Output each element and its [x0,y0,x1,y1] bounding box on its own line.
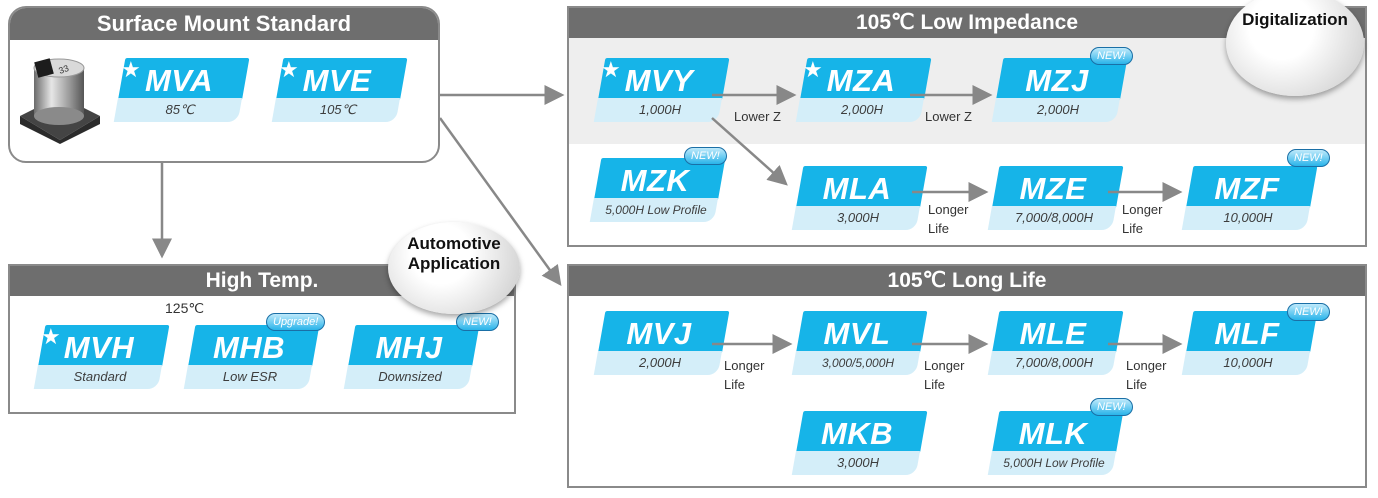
card-mlk[interactable]: MLK 5,000H Low Profile [987,411,1124,476]
card-mze[interactable]: MZE 7,000/8,000H [987,166,1124,231]
low-impedance-divider [569,144,1365,146]
long-life-panel [567,264,1367,488]
long-life-title: 105℃ Long Life [569,266,1365,296]
high-temp-125: 125℃ [165,300,205,316]
card-mle[interactable]: MLE 7,000/8,000H [987,311,1124,376]
card-mlf[interactable]: MLF 10,000H [1181,311,1318,376]
star-icon: ★ [601,57,621,82]
lower-z-label: Lower Z [925,109,972,124]
star-icon: ★ [121,57,141,82]
new-badge: NEW! [456,313,499,331]
card-mvh[interactable]: ★ MVH Standard [33,324,170,390]
card-mhj[interactable]: MHJ Downsized [343,325,480,390]
card-mzk[interactable]: MZK 5,000H Low Profile [589,158,726,223]
card-mve[interactable]: ★ MVE 105℃ [271,57,408,123]
surface-mount-title: Surface Mount Standard [10,8,438,40]
capacitor-image: 33 [20,58,100,144]
star-icon: ★ [41,324,61,349]
card-mvl[interactable]: MVL 3,000/5,000H [791,311,928,376]
card-mva[interactable]: ★ MVA 85℃ [113,57,250,123]
card-mvy[interactable]: ★ MVY 1,000H [593,57,730,123]
card-mkb[interactable]: MKB 3,000H [791,411,928,476]
digitalization-bubble: Digitalization [1226,0,1364,96]
lower-z-label: Lower Z [734,109,781,124]
card-mhb[interactable]: MHB Low ESR [183,325,320,390]
card-mzf[interactable]: MZF 10,000H [1181,166,1318,231]
star-icon: ★ [803,57,823,82]
svg-text:33: 33 [57,63,70,76]
new-badge: NEW! [1287,149,1330,167]
new-badge: NEW! [1090,398,1133,416]
star-icon: ★ [279,57,299,82]
card-mvj[interactable]: MVJ 2,000H [593,311,730,376]
card-mzj[interactable]: MZJ 2,000H [991,58,1128,123]
new-badge: NEW! [1287,303,1330,321]
new-badge: NEW! [684,147,727,165]
automotive-bubble: Automotive Application [388,222,520,314]
upgrade-badge: Upgrade! [266,313,326,331]
card-mza[interactable]: ★ MZA 2,000H [795,57,932,123]
new-badge: NEW! [1090,47,1133,65]
card-mla[interactable]: MLA 3,000H [791,166,928,231]
